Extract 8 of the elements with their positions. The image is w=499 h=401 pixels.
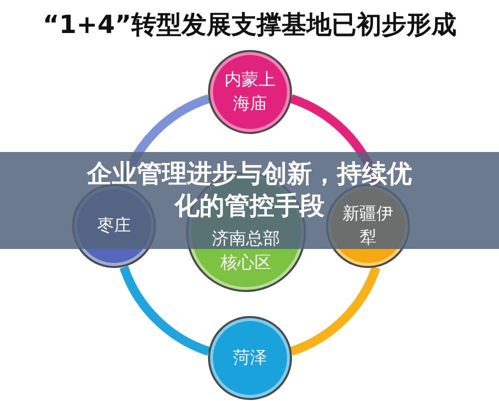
node-label: 济南总部核心区	[211, 228, 281, 275]
node-label: 菏泽	[232, 347, 268, 370]
node-label: 枣庄	[96, 215, 132, 238]
ring-arc	[120, 266, 210, 356]
node-label: 内蒙上海庙	[224, 69, 276, 116]
ring-arc	[290, 266, 380, 356]
node-label: 新疆伊犁	[342, 203, 394, 250]
title: “1+4”转型发展支撑基地已初步形成	[42, 9, 458, 41]
